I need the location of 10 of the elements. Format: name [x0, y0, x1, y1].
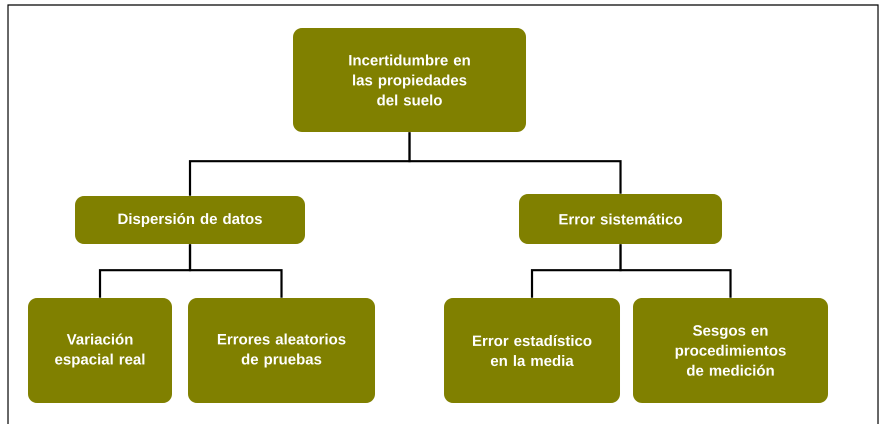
category-box: Incertidumbre en las propiedades del suelo — [293, 28, 526, 132]
category-box: Error estadístico en la media — [444, 298, 620, 403]
connector-line — [188, 244, 283, 298]
category-box: Sesgos en procedimientos de medición — [633, 298, 828, 403]
category-box: Dispersión de datos — [75, 196, 305, 244]
category-box: Errores aleatorios de pruebas — [188, 298, 375, 403]
connector-line — [408, 132, 622, 194]
category-box: Error sistemático — [519, 194, 722, 244]
category-box: Variación espacial real — [28, 298, 172, 403]
connector-line — [619, 244, 732, 298]
